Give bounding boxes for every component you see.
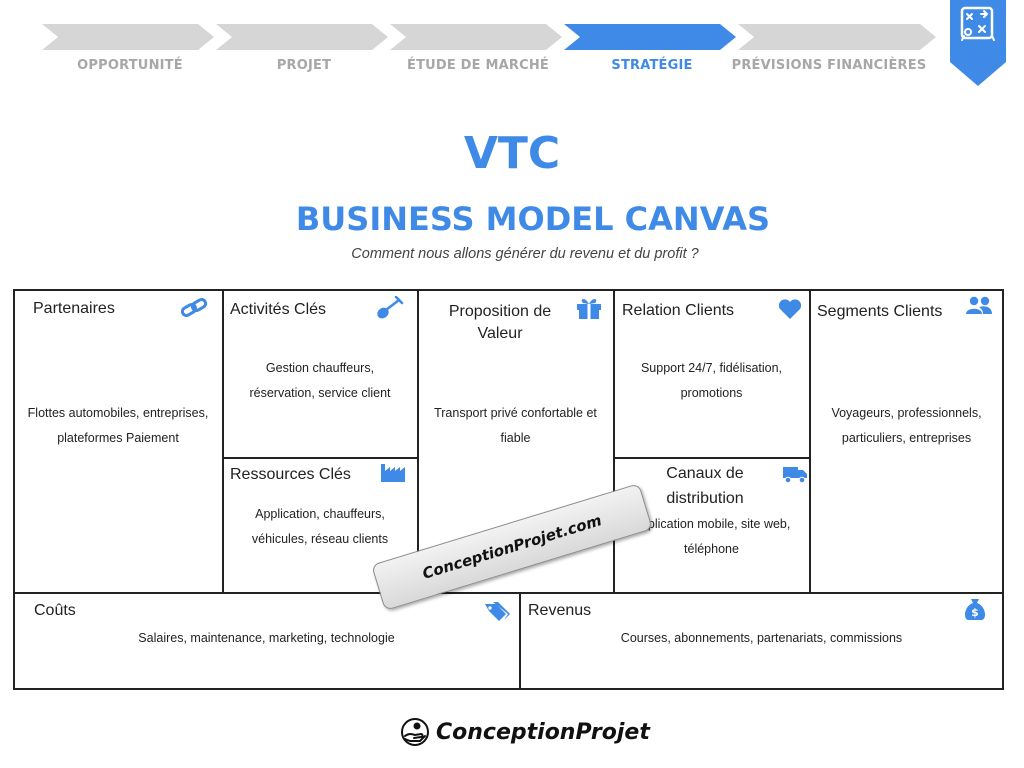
divider-h-activites [222,457,418,459]
strategy-board-icon[interactable] [950,0,1006,86]
canvas-border-top [13,289,1004,291]
canaux-title-line: Canaux de [666,465,744,482]
activites-text-line: Gestion chauffeurs, [265,361,375,375]
divider-v2 [417,289,419,593]
relation-text-line: promotions [680,386,743,400]
hand-coin-icon [401,718,429,746]
step-arrow-etude [390,24,562,50]
divider-v3 [613,289,615,593]
ressources-cles-title: Ressources Clés [230,466,351,483]
heart-icon [778,299,802,319]
proposition-title-line: Proposition de [448,303,552,320]
footer-brand-name: ConceptionProjet [436,719,650,745]
progress-stepper: OPPORTUNITÉ PROJET ÉTUDE DE MARCHÉ STRAT… [0,0,1024,90]
footer-logo[interactable]: ConceptionProjet [400,712,650,752]
divider-h-main [13,592,1004,594]
page-title: VTC [463,128,561,179]
stepper-arrows [42,24,936,50]
segments-text-line: Voyageurs, professionnels, [831,406,982,420]
truck-icon [783,467,807,484]
svg-text:$: $ [971,606,979,619]
partenaires-text-line: Flottes automobiles, entreprises, [27,406,209,420]
ressources-cles-text: Application, chauffeurs, véhicules, rése… [223,502,417,552]
step-etude-de-marche[interactable]: ÉTUDE DE MARCHÉ [406,58,549,73]
divider-v-bottom [519,592,521,689]
activites-text-line: réservation, service client [249,386,391,400]
proposition-title-line: Valeur [477,325,523,342]
gift-icon [577,298,601,319]
segments-clients-title: Segments Clients [817,303,943,320]
proposition-text-line: Transport privé confortable et [434,406,597,420]
relation-clients-text: Support 24/7, fidélisation, promotions [614,356,809,406]
step-previsions-financieres[interactable]: PRÉVISIONS FINANCIÈRES [731,58,927,73]
step-opportunite[interactable]: OPPORTUNITÉ [77,58,183,73]
revenus-title: Revenus [528,602,592,619]
canaux-title-line: distribution [666,490,744,507]
ressources-text-line: Application, chauffeurs, [255,507,385,521]
canvas-border-left [13,289,15,689]
proposition-valeur-title: Proposition de Valeur [430,301,570,345]
divider-v4 [809,289,811,593]
step-arrow-previsions [738,24,936,50]
step-arrow-strategie [564,24,736,50]
step-arrow-opportunite [42,24,214,50]
canaux-text-line: Application mobile, site web, [632,517,791,531]
divider-v1 [222,289,224,593]
relation-text-line: Support 24/7, fidélisation, [640,361,783,375]
page-tagline: Comment nous allons générer du revenu et… [351,246,699,262]
proposition-text-line: fiable [500,431,531,445]
relation-clients-title: Relation Clients [622,302,735,319]
canaux-distribution-title: Canaux de distribution [640,461,770,511]
proposition-valeur-text: Transport privé confortable et fiable [418,401,613,451]
tags-icon [485,602,510,621]
partenaires-text: Flottes automobiles, entreprises, platef… [14,401,222,451]
partenaires-text-line: plateformes Paiement [57,431,179,445]
step-projet[interactable]: PROJET [276,58,332,73]
link-icon [180,298,208,317]
money-bag-icon: $ [965,599,985,620]
divider-h-relation [613,457,810,459]
couts-text: Salaires, maintenance, marketing, techno… [138,631,395,645]
page-subtitle: BUSINESS MODEL CANVAS [295,200,771,238]
shovel-icon [377,296,404,319]
factory-icon [381,464,405,482]
activites-cles-text: Gestion chauffeurs, réservation, service… [223,356,417,406]
users-icon [966,296,992,314]
revenus-text: Courses, abonnements, partenariats, comm… [620,631,903,645]
segments-text-line: particuliers, entreprises [841,431,972,445]
canvas-border-bottom [13,688,1004,690]
couts-title: Coûts [34,602,76,619]
canaux-distribution-text: Application mobile, site web, téléphone [614,512,809,562]
activites-cles-title: Activités Clés [230,301,327,318]
ressources-text-line: véhicules, réseau clients [251,532,389,546]
step-arrow-projet [216,24,388,50]
canaux-text-line: téléphone [684,542,739,556]
segments-clients-text: Voyageurs, professionnels, particuliers,… [810,401,1003,451]
canvas-border-right [1002,289,1004,689]
partenaires-title: Partenaires [33,300,115,317]
step-strategie[interactable]: STRATÉGIE [611,58,693,73]
